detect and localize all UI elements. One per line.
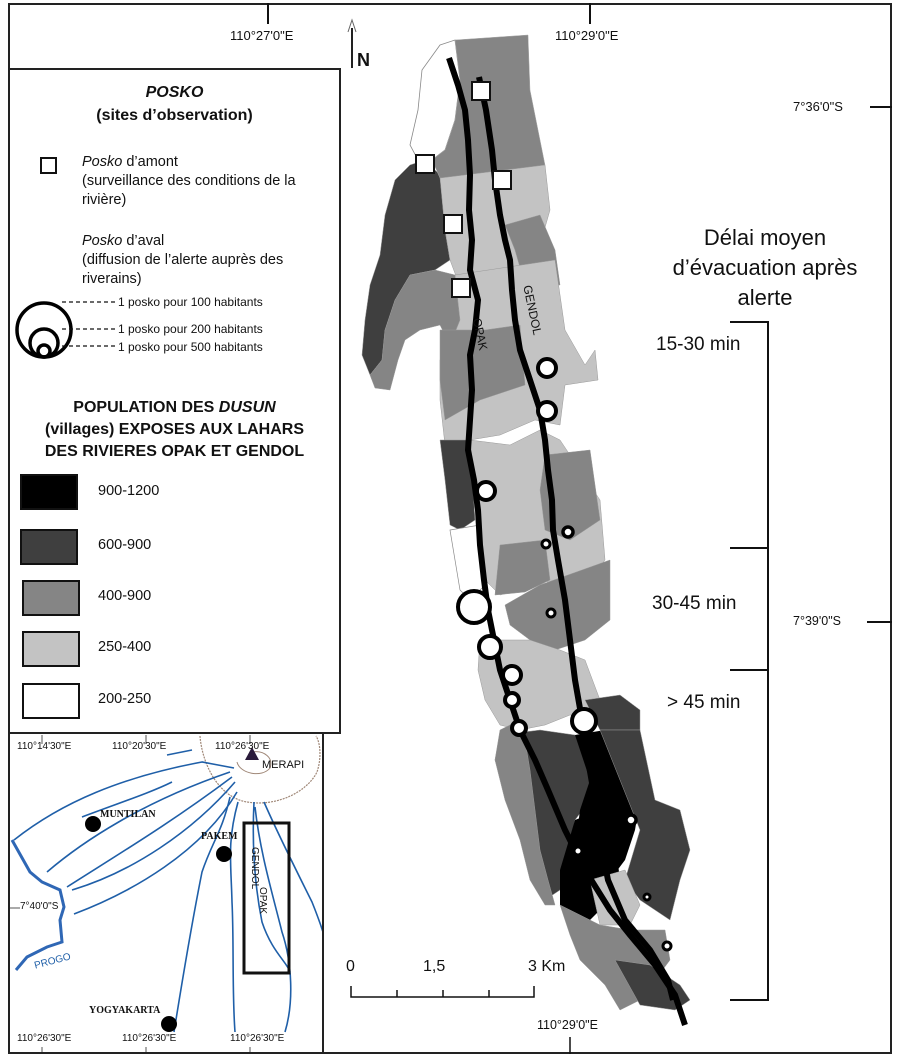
evacuation-title-line-1: Délai moyen: [703, 225, 827, 250]
swatch-600-900: [20, 529, 78, 565]
legend-panel: POSKO (sites d’observation) Posko d’amon…: [8, 68, 341, 734]
downstream-posko-desc: (diffusion de l’alerte auprès des rivera…: [82, 252, 284, 287]
label-400-900: 400-900: [98, 588, 152, 604]
posko-size-circles-icon: [15, 301, 115, 359]
inset-label-left: 7°40'0"S: [20, 901, 59, 912]
label-250-400: 250-400: [98, 639, 152, 655]
upstream-posko-rest: d’amont: [122, 154, 178, 170]
graticule-label-right-2: 7°39'0"S: [793, 614, 841, 628]
inset-map-graphic: [10, 735, 322, 1052]
inset-label-top-3: 110°26'30"E: [215, 741, 270, 752]
population-title-a: POPULATION DES: [73, 399, 219, 416]
posko-size-200: 1 posko pour 200 habitants: [118, 322, 263, 336]
upstream-posko-italic: Posko: [82, 154, 123, 170]
inset-label-top-2: 110°20'30"E: [112, 741, 167, 752]
scale-label-1-5: 1,5: [423, 958, 446, 975]
graticule-label-top-2: 110°29'0"E: [555, 28, 619, 43]
label-600-900: 600-900: [98, 537, 152, 553]
inset-label-bottom-3: 110°26'30"E: [230, 1033, 285, 1044]
posko-size-500: 1 posko pour 500 habitants: [118, 340, 263, 354]
posko-size-100: 1 posko pour 100 habitants: [118, 295, 263, 309]
village-polygons: [361, 34, 691, 1011]
swatch-200-250: [22, 683, 80, 719]
inset-river-gendol: GENDOL: [249, 847, 260, 890]
upstream-posko-square-icon: [40, 157, 57, 174]
evacuation-class-over-45: > 45 min: [667, 692, 741, 713]
posko-title: POSKO: [145, 84, 204, 101]
evacuation-class-15-30: 15-30 min: [656, 334, 741, 355]
evacuation-class-30-45: 30-45 min: [652, 593, 737, 614]
river-label-opak: OPAK: [470, 317, 490, 352]
place-muntilan: MUNTILAN: [100, 809, 156, 820]
evacuation-title-line-2: d’évacuation après: [672, 255, 858, 280]
swatch-250-400: [22, 631, 80, 667]
downstream-posko-italic: Posko: [82, 233, 123, 249]
label-200-250: 200-250: [98, 691, 152, 707]
posko-subtitle: (sites d’observation): [96, 107, 253, 124]
place-yogyakarta: YOGYAKARTA: [89, 1005, 161, 1016]
swatch-400-900: [22, 580, 80, 616]
upstream-posko-desc: (surveillance des conditions de la riviè…: [82, 173, 296, 208]
graticule-label-bottom: 110°29'0"E: [537, 1018, 598, 1032]
population-title-line-1: POPULATION DES DUSUN: [10, 397, 339, 418]
population-title-b: DUSUN: [218, 399, 276, 416]
label-900-1200: 900-1200: [98, 483, 160, 499]
place-pakem: PAKEM: [201, 831, 238, 842]
inset-map: 110°14'30"E 110°20'30"E 110°26'30"E 110°…: [8, 732, 324, 1054]
scale-label-3km: 3 Km: [528, 958, 566, 975]
place-merapi: MERAPI: [262, 759, 305, 771]
upstream-posko-label: Posko d’amont: [82, 153, 178, 172]
population-title-line-2: (villages) EXPOSES AUX LAHARS: [44, 421, 305, 438]
graticule-label-top-1: 110°27'0"E: [230, 28, 294, 43]
scale-label-0: 0: [346, 958, 355, 975]
inset-river-opak: OPAK: [257, 887, 268, 915]
swatch-900-1200: [20, 474, 78, 510]
inset-label-top-1: 110°14'30"E: [17, 741, 72, 752]
inset-label-bottom-2: 110°26'30"E: [122, 1033, 177, 1044]
downstream-posko-rest: d’aval: [122, 233, 165, 249]
graticule-label-right-1: 7°36'0"S: [793, 99, 843, 114]
evacuation-title-line-3: alerte: [737, 285, 793, 310]
downstream-posko-label: Posko d’aval: [82, 232, 164, 251]
population-title-line-3: DES RIVIERES OPAK ET GENDOL: [44, 443, 305, 460]
north-arrow-label: N: [357, 50, 370, 70]
inset-label-bottom-1: 110°26'30"E: [17, 1033, 72, 1044]
